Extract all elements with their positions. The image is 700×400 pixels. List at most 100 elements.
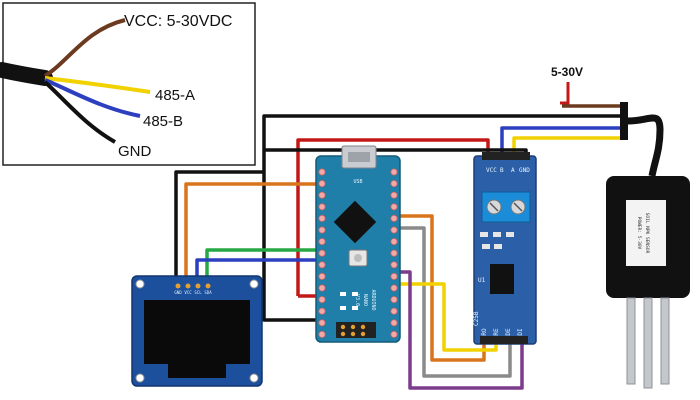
oled-ribbon	[168, 364, 226, 378]
oled-mount-hole	[249, 279, 259, 289]
nano-pin	[318, 249, 326, 257]
legend-wire-black	[43, 80, 116, 144]
nano-pin	[318, 226, 326, 234]
nano-pin-header-right	[390, 168, 398, 338]
nano-pin	[318, 261, 326, 269]
wire-oled-scl	[205, 248, 318, 284]
soil-npk-sensor: SOIL NPK SENSOR POWER: 5-30V	[606, 102, 690, 389]
nano-pin	[390, 295, 398, 304]
sensor-label-2: POWER: 5-30V	[636, 217, 642, 250]
nano-version: V3.0	[354, 294, 360, 306]
nano-pin	[318, 295, 326, 304]
nano-chip	[333, 200, 377, 244]
smd-part	[494, 244, 502, 249]
nano-pin	[318, 214, 326, 222]
nano-pin	[318, 168, 326, 176]
legend-wire-yellow	[44, 76, 151, 94]
nano-pin	[390, 330, 398, 338]
oled-pin-label: SDA	[204, 290, 212, 295]
nano-reset-knob	[354, 254, 362, 262]
screw-slot	[489, 202, 499, 212]
oled-mount-hole	[135, 279, 145, 289]
nano-pin-header-left	[318, 168, 326, 338]
nano-pin	[318, 191, 326, 199]
icsp-body	[336, 322, 376, 338]
nano-pin	[390, 191, 398, 199]
nano-pin	[318, 272, 326, 280]
sensor-probe	[626, 297, 636, 385]
legend-485a-label: 485-A	[155, 87, 195, 104]
wire-purple	[398, 270, 524, 390]
rs485-pin-b: B	[500, 167, 504, 174]
nano-led	[340, 292, 346, 296]
icsp-pin	[340, 331, 346, 337]
rs485-board-id: C25B	[473, 311, 480, 326]
wire-di	[398, 226, 512, 378]
nano-pin	[318, 330, 326, 338]
nano-pin	[390, 214, 398, 222]
icsp-pin	[350, 324, 356, 330]
sensor-probe	[660, 297, 670, 385]
nano-pin	[390, 284, 398, 292]
nano-model-2: NANO	[362, 294, 368, 306]
oled-pin-label: SCL	[194, 290, 202, 295]
oled-pin	[195, 283, 201, 289]
oled-mount-hole	[135, 373, 145, 383]
nano-pin	[390, 272, 398, 280]
rs485-pin-gnd: GND	[519, 167, 530, 174]
nano-pin	[390, 319, 398, 327]
nano-led	[340, 306, 346, 310]
screw-slot	[513, 202, 523, 212]
icsp-pin	[360, 331, 366, 337]
power-terminal	[560, 82, 570, 105]
nano-model-1: ARDUINO	[370, 289, 376, 310]
nano-pin	[390, 249, 398, 257]
rs485-top-header	[482, 152, 530, 160]
rs485-bottom-pin-labels: RO RE DE DI	[481, 328, 524, 336]
wire-ro	[398, 214, 486, 362]
legend-wire-brown	[43, 18, 126, 78]
smd-part	[493, 232, 501, 237]
nano-pin	[390, 307, 398, 315]
oled-pin	[205, 283, 211, 289]
legend-vcc-label: VCC: 5-30VDC	[124, 13, 232, 30]
smd-part	[506, 232, 514, 237]
oled-pin-label: GND	[174, 290, 182, 295]
power-label: 5-30V	[551, 65, 583, 79]
nano-pin	[390, 168, 398, 176]
smd-part	[480, 232, 488, 237]
rs485-bottom-pin-label: RO	[481, 328, 488, 336]
arduino-nano: USB ARDUINO NANO V3.0	[315, 145, 401, 343]
rs485-bottom-pin-label: RE	[493, 328, 500, 336]
nano-pin	[390, 261, 398, 269]
legend-gnd-label: GND	[118, 143, 152, 160]
wire-oled-gnd	[174, 170, 264, 284]
sensor-label-plate	[626, 200, 666, 266]
legend-wire-blue	[44, 78, 141, 118]
smd-part	[482, 244, 490, 249]
nano-led	[352, 306, 358, 310]
rs485-bottom-pin-label: DE	[505, 328, 512, 336]
sensor-probe	[643, 297, 653, 389]
wire-oled-vcc	[184, 182, 318, 284]
sensor-label-1: SOIL NPK SENSOR	[644, 213, 650, 254]
nano-pin	[390, 226, 398, 234]
nano-icsp-header	[336, 322, 376, 338]
nano-usb-slot	[348, 152, 370, 162]
wire-485-b	[500, 126, 620, 157]
nano-pin	[390, 180, 398, 188]
rs485-bottom-pin-label: DI	[517, 328, 524, 336]
nano-usb-label: USB	[353, 179, 362, 185]
nano-led	[352, 292, 358, 296]
oled-screen	[144, 300, 250, 364]
sensor-connector	[620, 102, 628, 140]
nano-pin	[318, 284, 326, 292]
oled-pin	[175, 283, 181, 289]
rs485-pin-a: A	[511, 167, 515, 174]
legend-cable	[0, 62, 53, 86]
nano-pin	[318, 203, 326, 211]
rs485-chip-label: U1	[478, 277, 486, 284]
